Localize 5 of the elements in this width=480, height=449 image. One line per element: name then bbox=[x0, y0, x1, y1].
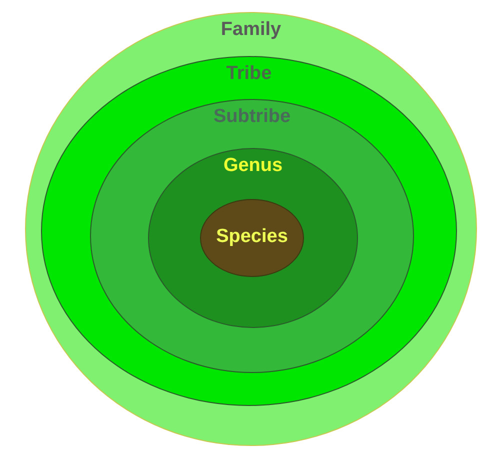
rank-label: Family bbox=[220, 19, 282, 41]
rank-label: Subtribe bbox=[213, 106, 291, 128]
rank-label: Species bbox=[216, 226, 288, 248]
rank-label: Genus bbox=[223, 155, 283, 177]
rank-label: Tribe bbox=[226, 63, 272, 85]
